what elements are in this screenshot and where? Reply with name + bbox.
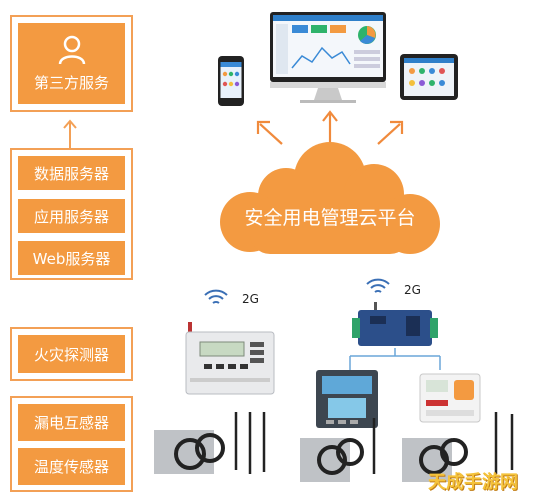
fire-detector-box: 火灾探测器 — [18, 335, 125, 373]
signal-label-left: 2G — [242, 292, 259, 306]
gateway-device — [352, 302, 438, 346]
device-group — [218, 12, 458, 106]
fire-detector-device — [185, 322, 275, 395]
leakage-transformer-box: 漏电互感器 — [18, 404, 125, 441]
signal-label-right: 2G — [404, 283, 421, 297]
gateway-connection-lines — [349, 348, 441, 370]
sensor-panel: 漏电互感器 温度传感器 — [10, 396, 133, 492]
third-party-panel: 第三方服务 — [10, 15, 133, 112]
breaker-module-device — [419, 373, 481, 423]
current-transformer-group-left — [154, 412, 266, 474]
server-panel: 数据服务器 应用服务器 Web服务器 — [10, 148, 133, 280]
cloud-platform-label: 安全用电管理云平台 — [244, 207, 416, 229]
power-meter-device — [316, 370, 378, 428]
temperature-sensor-box: 温度传感器 — [18, 448, 125, 485]
sensor-hardware-row — [154, 412, 514, 482]
phone-device — [218, 56, 244, 106]
data-server-box: 数据服务器 — [18, 156, 125, 190]
third-party-service-box: 第三方服务 — [18, 23, 125, 104]
cloud-shape — [220, 142, 440, 254]
current-transformer-group-middle — [300, 418, 376, 482]
fire-detector-panel: 火灾探测器 — [10, 327, 133, 381]
web-server-box: Web服务器 — [18, 241, 125, 275]
app-server-box: 应用服务器 — [18, 199, 125, 233]
monitor-device — [270, 12, 386, 103]
wifi-signal-icon — [366, 278, 390, 293]
third-party-service-label: 第三方服务 — [33, 74, 109, 92]
user-icon — [58, 35, 85, 65]
up-arrow-to-third-party — [63, 119, 77, 148]
cloud-to-device-arrows — [256, 110, 404, 146]
wifi-signal-icon — [204, 289, 228, 304]
current-transformer-group-right — [402, 412, 514, 482]
tablet-device — [400, 54, 458, 100]
watermark: 天成手游网 — [428, 472, 518, 493]
